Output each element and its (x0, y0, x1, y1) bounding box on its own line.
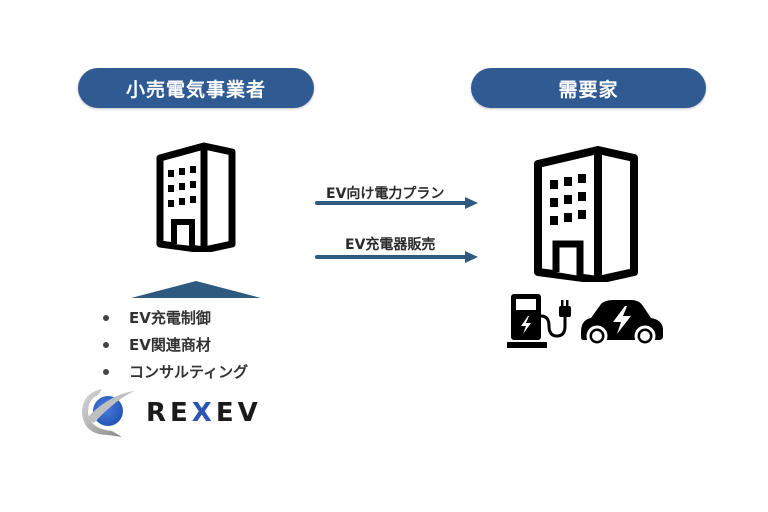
bullet-icon (103, 368, 109, 375)
customer-label: 需要家 (471, 68, 706, 108)
triangle-up-icon (131, 281, 261, 298)
rexev-logo-mark-icon (82, 389, 134, 437)
service-item: コンサルティング (100, 358, 248, 385)
service-label: EV充電制御 (129, 309, 211, 327)
retail-electricity-provider-label: 小売電気事業者 (78, 68, 314, 108)
office-building-icon (156, 142, 236, 252)
arrow-right-icon (315, 197, 478, 209)
service-label: コンサルティング (129, 363, 249, 381)
electric-car-icon (581, 300, 663, 347)
rexev-logo-text: REXEV (146, 397, 262, 428)
bullet-icon (103, 314, 109, 321)
service-item: EV関連商材 (100, 331, 248, 358)
service-item: EV充電制御 (100, 304, 248, 331)
flow-label-ev-plan: EV向け電力プラン (326, 186, 445, 202)
ev-charger-icon (507, 294, 571, 348)
services-list: EV充電制御 EV関連商材 コンサルティング (100, 304, 248, 385)
rexev-logo: REXEV (78, 385, 290, 440)
flow-label-ev-charger-sales: EV充電器販売 (345, 237, 436, 253)
bullet-icon (103, 341, 109, 348)
office-building-icon (534, 146, 638, 282)
service-label: EV関連商材 (129, 336, 211, 354)
arrow-right-icon (315, 251, 478, 263)
